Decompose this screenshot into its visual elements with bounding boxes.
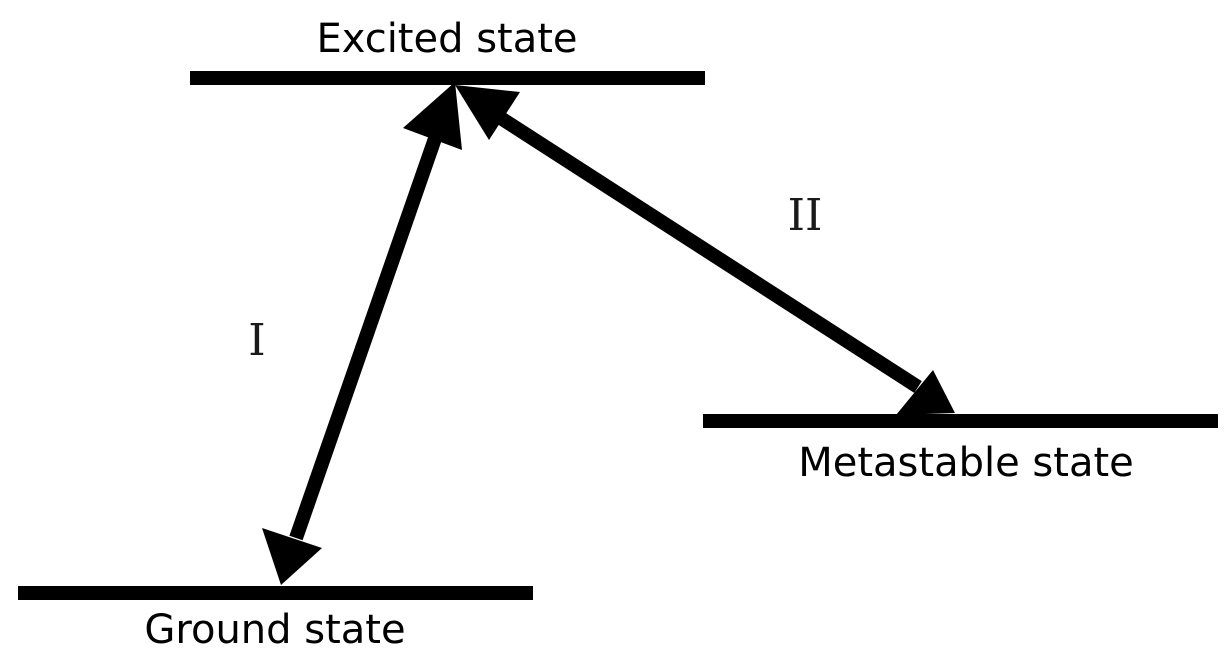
transition-ii-arrow xyxy=(455,85,955,415)
transition-ii-head-up xyxy=(455,85,520,140)
transition-i-label: I xyxy=(248,315,265,366)
transition-ii-head-down xyxy=(896,370,955,415)
excited-state-label: Excited state xyxy=(316,16,577,62)
transition-ii-label: II xyxy=(788,190,823,241)
transition-i-head-down xyxy=(262,528,322,585)
transition-ii-shaft xyxy=(489,107,922,393)
metastable-state-level xyxy=(703,414,1218,428)
transition-i-shaft xyxy=(289,124,446,541)
ground-state-label: Ground state xyxy=(144,607,405,653)
transition-i-arrow xyxy=(262,82,462,585)
ground-state-level xyxy=(18,586,533,600)
metastable-state-label: Metastable state xyxy=(798,440,1134,486)
transition-i-head-up xyxy=(403,82,462,150)
excited-state-level xyxy=(190,71,705,85)
